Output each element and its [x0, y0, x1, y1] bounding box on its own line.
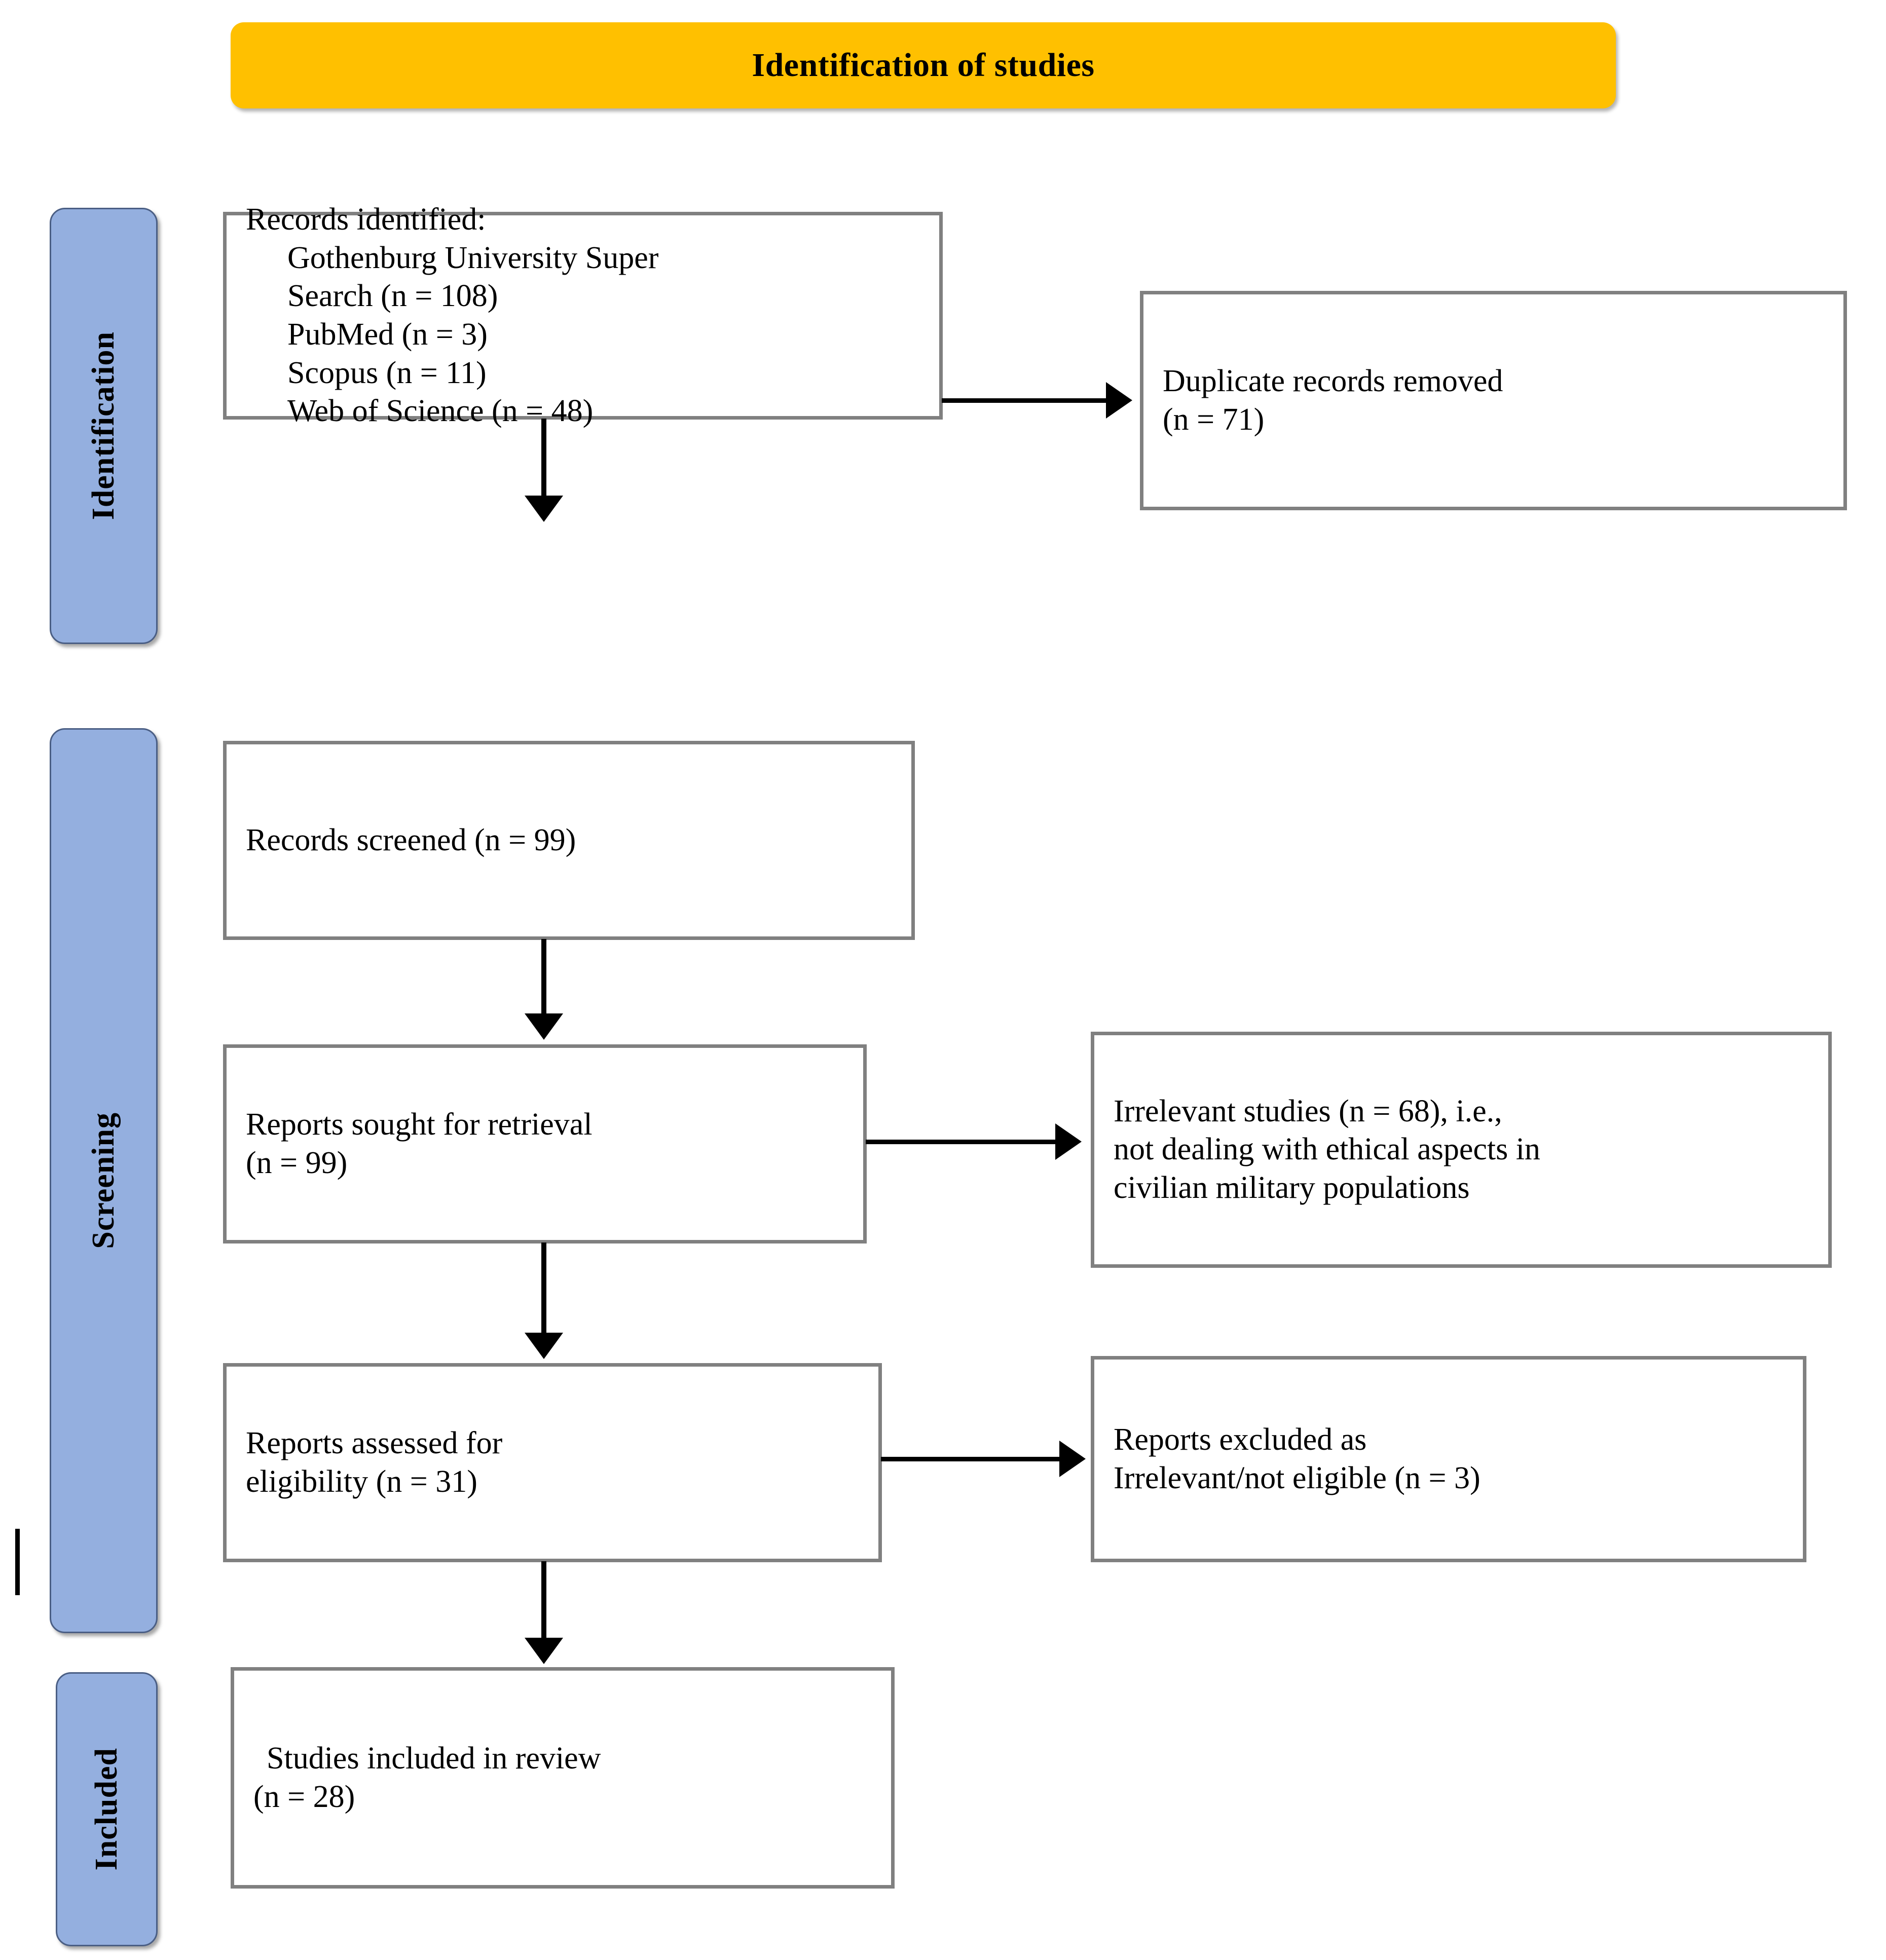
connector-line-assessed-to-included — [541, 1561, 546, 1642]
records-identified-line-5: Scopus (n = 11) — [287, 355, 487, 390]
arrow-right-icon-to-duplicates — [1106, 382, 1132, 419]
connector-line-identified-to-duplicates — [942, 398, 1109, 403]
arrow-right-icon-to-excluded — [1059, 1441, 1086, 1477]
irrelevant-line-3: civilian military populations — [1114, 1170, 1470, 1205]
connector-line-assessed-to-excluded — [881, 1457, 1062, 1461]
reports-assessed-line-1: Reports assessed for — [246, 1425, 503, 1460]
box-reports-excluded: Reports excluded as Irrelevant/not eligi… — [1091, 1356, 1806, 1562]
reports-excluded-line-2: Irrelevant/not eligible (n = 3) — [1114, 1460, 1481, 1495]
arrow-down-icon-to-studies-included — [525, 1638, 563, 1664]
box-records-screened: Records screened (n = 99) — [223, 741, 915, 940]
identification-banner: Identification of studies — [231, 22, 1616, 108]
studies-included-line-2: (n = 28) — [253, 1779, 355, 1814]
reports-assessed-line-2: eligibility (n = 31) — [246, 1464, 477, 1499]
records-identified-line-3: Search (n = 108) — [287, 279, 498, 314]
records-identified-line-2: Gothenburg University Super — [287, 240, 659, 275]
connector-line-sought-to-assessed — [541, 1242, 546, 1336]
irrelevant-line-1: Irrelevant studies (n = 68), i.e., — [1114, 1094, 1502, 1128]
box-records-identified: Records identified: Gothenburg Universit… — [223, 202, 943, 428]
irrelevant-line-2: not dealing with ethical aspects in — [1114, 1132, 1540, 1167]
stage-label-screening: Screening — [50, 728, 158, 1633]
connector-line-sought-to-irrelevant — [866, 1140, 1058, 1144]
stage-label-included-text: Included — [89, 1748, 124, 1871]
records-identified-line-6: Web of Science (n = 48) — [287, 394, 594, 429]
records-screened-line-1: Records screened (n = 99) — [246, 822, 576, 857]
arrow-down-icon-to-records-screened — [525, 496, 563, 522]
box-duplicate-records-removed: Duplicate records removed (n = 71) — [1140, 291, 1847, 510]
connector-line-screened-to-sought — [541, 939, 546, 1017]
stage-label-screening-text: Screening — [86, 1112, 121, 1249]
records-identified-line-1: Records identified: — [246, 202, 486, 237]
duplicates-line-2: (n = 71) — [1163, 402, 1265, 437]
banner-title: Identification of studies — [752, 47, 1095, 84]
reports-excluded-line-1: Reports excluded as — [1114, 1422, 1367, 1457]
box-reports-assessed-for-eligibility: Reports assessed for eligibility (n = 31… — [223, 1363, 882, 1562]
stage-label-identification-text: Identification — [86, 331, 121, 520]
reports-sought-line-1: Reports sought for retrieval — [246, 1107, 593, 1142]
stray-tick-mark — [15, 1529, 20, 1595]
connector-line-identified-to-screened — [541, 419, 546, 500]
records-identified-line-4: PubMed (n = 3) — [287, 317, 488, 352]
duplicates-line-1: Duplicate records removed — [1163, 363, 1503, 398]
box-irrelevant-studies: Irrelevant studies (n = 68), i.e., not d… — [1091, 1032, 1832, 1268]
studies-included-line-1: Studies included in review — [267, 1741, 601, 1776]
box-studies-included-in-review: Studies included in review (n = 28) — [231, 1667, 895, 1889]
stage-label-included: Included — [56, 1672, 158, 1946]
arrow-down-icon-to-reports-sought — [525, 1013, 563, 1040]
reports-sought-line-2: (n = 99) — [246, 1145, 348, 1180]
arrow-right-icon-to-irrelevant — [1055, 1123, 1082, 1160]
arrow-down-icon-to-reports-assessed — [525, 1333, 563, 1359]
stage-label-identification: Identification — [50, 208, 158, 644]
box-reports-sought-for-retrieval: Reports sought for retrieval (n = 99) — [223, 1044, 867, 1243]
